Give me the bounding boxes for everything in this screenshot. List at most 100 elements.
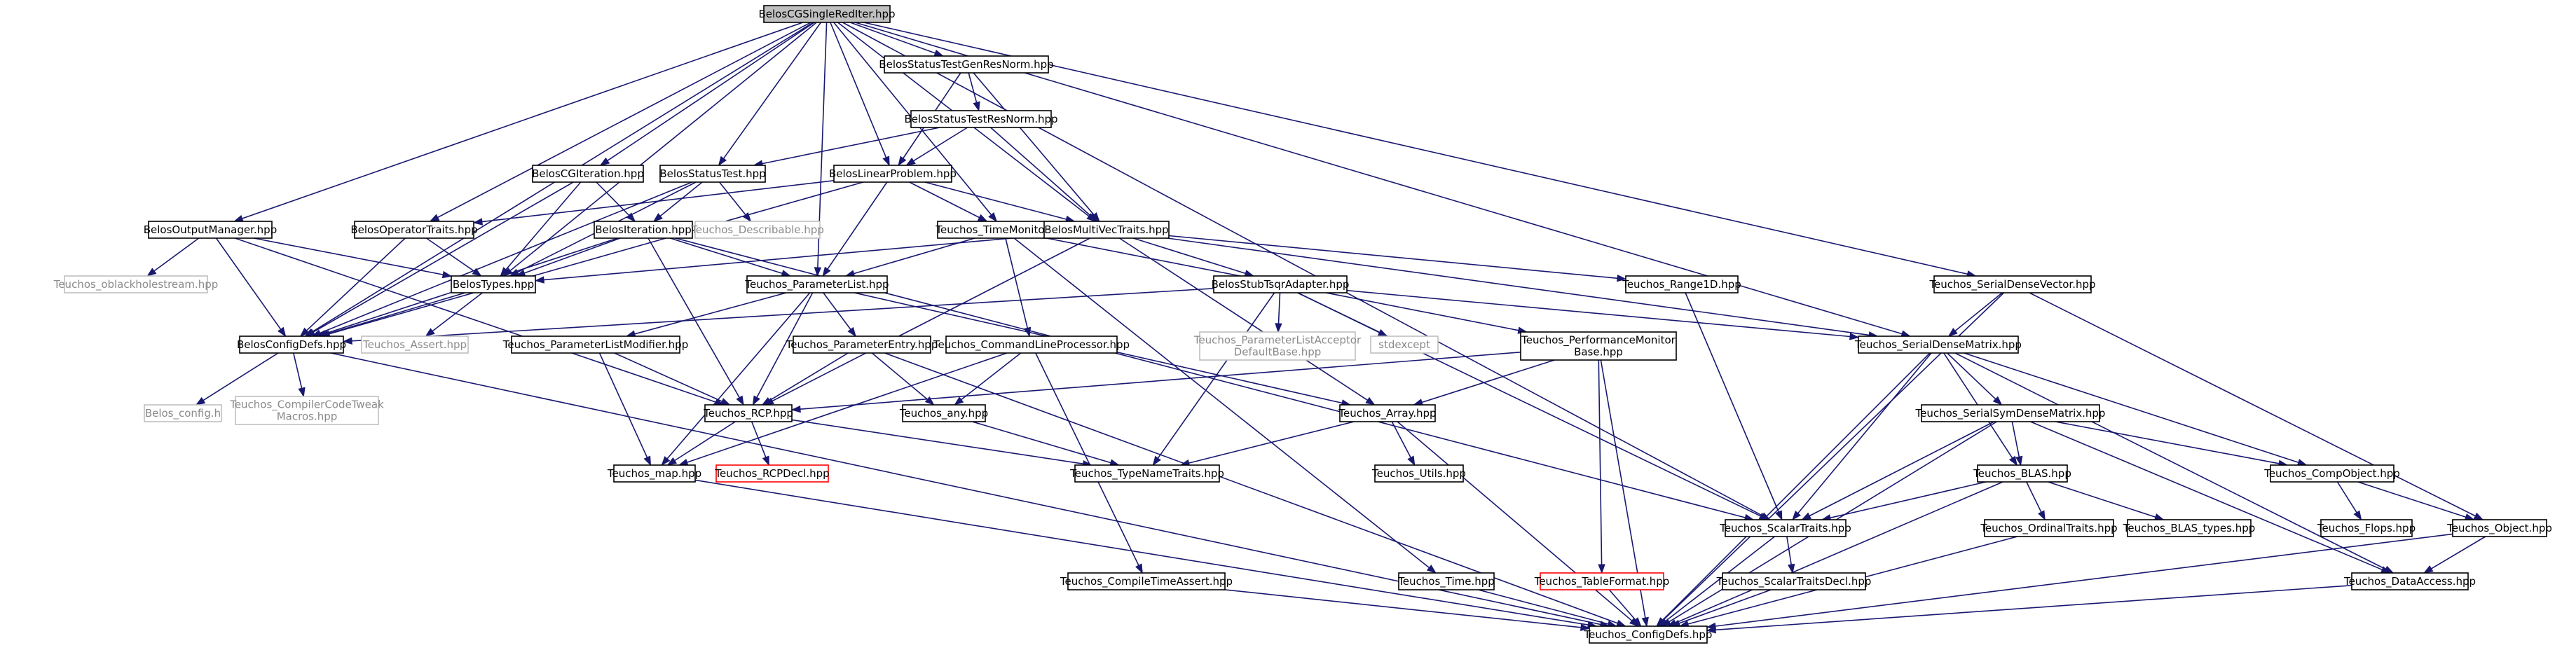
node-array[interactable]: Teuchos_Array.hpp (1338, 404, 1437, 422)
node-label: BelosMultiVecTraits.hpp (1044, 223, 1168, 236)
node-box (704, 404, 793, 422)
node-range1d[interactable]: Teuchos_Range1D.hpp (1622, 275, 1741, 293)
node-label: Teuchos_RCP.hpp (703, 407, 793, 420)
node-label: Teuchos_Assert.hpp (362, 338, 467, 352)
node-serialmat[interactable]: Teuchos_SerialDenseMatrix.hpp (1854, 336, 2022, 354)
node-scalar[interactable]: Teuchos_ScalarTraits.hpp (1719, 519, 1851, 537)
node-serialvec[interactable]: Teuchos_SerialDenseVector.hpp (1928, 275, 2096, 293)
node-linprob[interactable]: BelosLinearProblem.hpp (829, 165, 957, 183)
node-root[interactable]: BelosCGSingleRedIter.hpp (758, 5, 896, 23)
node-scalardecl[interactable]: Teuchos_ScalarTraitsDecl.hpp (1716, 572, 1872, 590)
node-belosconfig[interactable]: Belos_config.h (144, 404, 222, 422)
node-label: BelosStatusTestGenResNorm.hpp (879, 58, 1053, 71)
node-map[interactable]: Teuchos_map.hpp (607, 464, 701, 483)
node-label: BelosStatusTest.hpp (659, 167, 765, 180)
node-typename[interactable]: Teuchos_TypeNameTraits.hpp (1069, 464, 1224, 483)
node-blas[interactable]: Teuchos_BLAS.hpp (1973, 464, 2071, 483)
node-box (902, 404, 986, 422)
node-label: Teuchos_Utils.hpp (1371, 467, 1466, 480)
node-box (239, 336, 344, 354)
node-stubtsqr[interactable]: BelosStubTsqrAdapter.hpp (1212, 275, 1350, 293)
node-utils[interactable]: Teuchos_Utils.hpp (1371, 464, 1466, 483)
node-configdefs_t[interactable]: Teuchos_ConfigDefs.hpp (1584, 625, 1713, 644)
node-time[interactable]: Teuchos_Time.hpp (1397, 572, 1495, 590)
node-box (361, 336, 469, 354)
edge-serialmat-to-symmat (1947, 352, 2003, 406)
node-plmodifier[interactable]: Teuchos_ParameterListModifier.hpp (502, 336, 688, 354)
edge-scalar-to-scalardecl (1786, 536, 1795, 574)
node-label: Teuchos_Object.hpp (2446, 522, 2552, 535)
edge-array-to-configdefs_t (1397, 421, 1639, 627)
node-label: Teuchos_CompObject.hpp (2263, 467, 2400, 480)
node-any[interactable]: Teuchos_any.hpp (899, 404, 988, 422)
node-belostypes[interactable]: BelosTypes.hpp (451, 275, 536, 293)
node-object[interactable]: Teuchos_Object.hpp (2446, 519, 2552, 537)
edge-root-to-linprob (830, 22, 890, 167)
node-box (1374, 464, 1464, 483)
node-ordinal[interactable]: Teuchos_OrdinalTraits.hpp (1980, 519, 2118, 537)
node-label: Teuchos_ParameterEntry.hpp (786, 338, 938, 352)
node-box (532, 165, 644, 183)
edge-iteration-to-paramlist (669, 237, 792, 277)
edge-optraits-to-belostypes (425, 237, 482, 277)
edges-layer (146, 22, 2486, 634)
node-label: Teuchos_TableFormat.hpp (1534, 575, 1670, 588)
node-paramentry[interactable]: Teuchos_ParameterEntry.hpp (786, 336, 938, 354)
edge-timemon-to-cmdline (1005, 237, 1032, 338)
edge-timemon-to-time (1013, 237, 1437, 574)
node-status_res[interactable]: BelosStatusTestResNorm.hpp (904, 110, 1058, 128)
node-label: Teuchos_OrdinalTraits.hpp (1980, 522, 2117, 535)
node-box (1067, 572, 1226, 590)
node-tableformat[interactable]: Teuchos_TableFormat.hpp (1534, 572, 1670, 590)
node-box (1520, 331, 1677, 361)
edge-array-to-utils (1391, 421, 1416, 466)
node-rcp[interactable]: Teuchos_RCP.hpp (703, 404, 793, 422)
node-compobj[interactable]: Teuchos_CompObject.hpp (2263, 464, 2400, 483)
node-compiletime[interactable]: Teuchos_CompileTimeAssert.hpp (1060, 572, 1233, 590)
node-optraits[interactable]: BelosOperatorTraits.hpp (350, 221, 478, 239)
node-label: Teuchos_TypeNameTraits.hpp (1069, 467, 1224, 480)
node-mvtraits[interactable]: BelosMultiVecTraits.hpp (1043, 221, 1170, 239)
node-label: Teuchos_TimeMonitor.hpp (935, 223, 1071, 237)
node-box (1921, 404, 2100, 422)
node-stdexcept[interactable]: stdexcept (1370, 336, 1439, 354)
edge-blas-to-blastypes (2048, 481, 2165, 521)
node-box (715, 464, 829, 483)
node-cmdline[interactable]: Teuchos_CommandLineProcessor.hpp (933, 336, 1130, 354)
node-box (354, 221, 474, 239)
node-statustest[interactable]: BelosStatusTest.hpp (659, 165, 766, 183)
edge-statustest-to-describable (718, 181, 752, 223)
node-configdefs_b[interactable]: BelosConfigDefs.hpp (237, 336, 346, 354)
edge-paramlist-to-plmodifier (625, 292, 787, 338)
node-blastypes[interactable]: Teuchos_BLAS_types.hpp (2123, 519, 2256, 537)
edge-any-to-typename (972, 421, 1120, 466)
node-box (1858, 336, 2019, 354)
edge-symmat-to-compobj (2055, 421, 2289, 467)
node-rcpdecl[interactable]: Teuchos_RCPDecl.hpp (714, 464, 830, 483)
node-outmgr[interactable]: BelosOutputManager.hpp (144, 221, 277, 239)
edge-root-to-optraits (429, 22, 811, 222)
node-iteration[interactable]: BelosIteration.hpp (594, 221, 693, 239)
node-describable[interactable]: Teuchos_Describable.hpp (690, 221, 824, 239)
edge-statustest-to-configdefs_b (311, 181, 692, 337)
node-label: BelosTypes.hpp (453, 278, 534, 291)
edge-paramentry-to-any (871, 352, 935, 406)
edge-stubtsqr-to-placceptor (1275, 292, 1282, 333)
node-dataaccess[interactable]: Teuchos_DataAccess.hpp (2343, 572, 2476, 590)
node-label: BelosIteration.hpp (595, 223, 692, 236)
node-label: Teuchos_Flops.hpp (2317, 522, 2416, 535)
node-paramlist[interactable]: Teuchos_ParameterList.hpp (744, 275, 889, 293)
edge-object-to-dataaccess (2423, 536, 2486, 574)
node-symmat[interactable]: Teuchos_SerialSymDenseMatrix.hpp (1915, 404, 2106, 422)
edge-symmat-to-scalar (1801, 421, 1994, 520)
node-status_genres[interactable]: BelosStatusTestGenResNorm.hpp (879, 55, 1054, 74)
node-oblackhole[interactable]: Teuchos_oblackholestream.hpp (53, 275, 219, 293)
node-label: Teuchos_ParameterList.hpp (744, 278, 889, 291)
edge-iteration-to-belostypes (515, 237, 621, 277)
node-assert[interactable]: Teuchos_Assert.hpp (361, 336, 469, 354)
node-cgiter[interactable]: BelosCGIteration.hpp (532, 165, 644, 183)
node-placceptor[interactable]: Teuchos_ParameterListAcceptorDefaultBase… (1193, 331, 1362, 361)
node-flops[interactable]: Teuchos_Flops.hpp (2317, 519, 2416, 537)
